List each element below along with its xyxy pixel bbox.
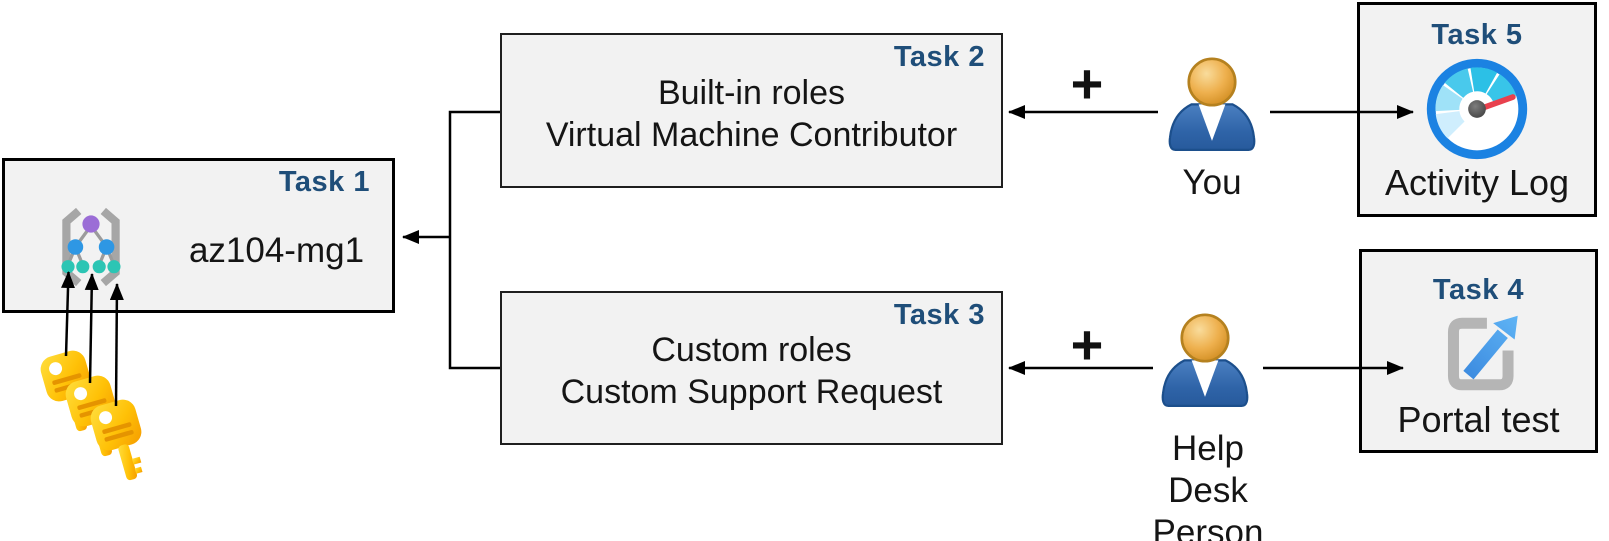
plus-sign-top: + <box>1070 52 1104 115</box>
person-icon-help-desk <box>1161 313 1249 407</box>
person-icon-you <box>1168 57 1256 151</box>
help-desk-label-line1: Help Desk <box>1168 429 1248 510</box>
keys-icon <box>40 350 143 481</box>
activity-log-gauge-icon <box>1426 58 1528 160</box>
task3-label: Task 3 <box>893 299 985 331</box>
task3-text: Custom roles Custom Support Request <box>502 329 1001 413</box>
portal-external-link-icon <box>1447 315 1518 391</box>
key-icon-3 <box>90 399 143 481</box>
bracket-connector-line <box>448 110 500 370</box>
task5-caption: Activity Log <box>1384 162 1570 203</box>
task3-line1: Custom roles <box>651 331 852 369</box>
task4-caption: Portal test <box>1397 399 1560 440</box>
management-group-icon <box>61 207 121 287</box>
task2-text: Built-in roles Virtual Machine Contribut… <box>502 72 1001 156</box>
task1-box: Task 1 az104-mg1 <box>2 158 395 313</box>
task2-line2: Virtual Machine Contributor <box>545 116 958 154</box>
help-desk-label-line2: Person <box>1152 513 1264 541</box>
task5-label: Task 5 <box>1431 19 1523 51</box>
plus-sign-bottom: + <box>1070 313 1104 376</box>
task3-line2: Custom Support Request <box>560 373 943 411</box>
task2-label: Task 2 <box>893 41 985 73</box>
task4-label: Task 4 <box>1432 274 1525 306</box>
task5-box: Task 5 Activity Log <box>1357 2 1597 217</box>
task4-box: Task 4 Portal test <box>1359 249 1598 453</box>
task2-line1: Built-in roles <box>657 74 846 112</box>
task3-box: Task 3 Custom roles Custom Support Reque… <box>500 291 1003 445</box>
task1-label: Task 1 <box>278 166 370 198</box>
management-group-name: az104-mg1 <box>188 231 365 270</box>
task2-box: Task 2 Built-in roles Virtual Machine Co… <box>500 33 1003 188</box>
help-desk-label: Help Desk Person <box>1128 428 1288 541</box>
you-label: You <box>1182 163 1242 202</box>
